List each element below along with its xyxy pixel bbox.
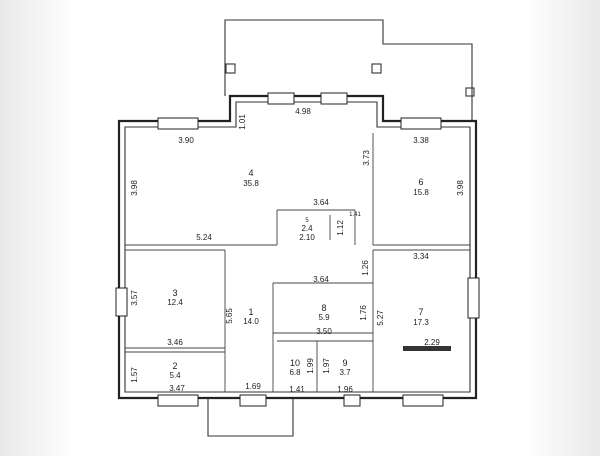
room-9-area: 3.7 (339, 368, 351, 377)
room-1-number: 1 (248, 307, 253, 317)
room-3-number: 3 (172, 288, 177, 298)
room-5-number: 5 (305, 218, 309, 224)
dim-label: 5.24 (196, 233, 212, 242)
terrace-post-left (225, 63, 236, 74)
room-7-area: 17.3 (413, 318, 429, 327)
dim-label: 3.38 (413, 136, 429, 145)
room-10-number: 10 (290, 358, 300, 368)
room-2-area: 5.4 (169, 371, 181, 380)
dim-label: 2.29 (424, 338, 440, 347)
outer-wall (117, 94, 478, 400)
room-2-number: 2 (172, 361, 177, 371)
dim-label: 1.99 (306, 358, 315, 374)
terrace-post-far (465, 87, 475, 97)
window-top-1 (267, 92, 295, 105)
window-top-2 (320, 92, 348, 105)
dim-label: 3.34 (413, 252, 429, 261)
dim-label: 1.01 (238, 114, 247, 130)
left-blur-edge (0, 0, 75, 456)
dim-label: 1.26 (361, 260, 370, 276)
window-7-bottom (402, 394, 444, 407)
room-3-area: 12.4 (167, 298, 183, 307)
window-living (157, 117, 199, 130)
dim-label: 5.27 (376, 310, 385, 326)
dim-label: 3.57 (130, 290, 139, 306)
window-3 (115, 287, 128, 317)
room-4-number: 4 (248, 168, 253, 178)
kitchen-counter (403, 346, 451, 351)
entrance-porch (207, 398, 294, 437)
dim-label: 3.90 (178, 136, 194, 145)
window-9 (343, 394, 361, 407)
room-8-area: 5.9 (318, 313, 330, 322)
dim-label: 3.73 (362, 150, 371, 166)
room-4-area: 35.8 (243, 179, 259, 188)
terrace-post-right (371, 63, 382, 74)
window-2 (157, 394, 199, 407)
dim-label: 3.50 (316, 327, 332, 336)
outer-wall-inner (124, 101, 471, 393)
dim-label: 3.64 (313, 198, 329, 207)
room-9-number: 9 (342, 358, 347, 368)
window-hall (239, 394, 267, 407)
dim-label: 3.64 (313, 275, 329, 284)
window-7 (467, 277, 480, 319)
dim-label: 1.76 (359, 305, 368, 321)
room-5-area: 2.4 (301, 224, 313, 233)
window-6 (400, 117, 442, 130)
dim-label: 1.96 (337, 385, 353, 394)
room-1-area: 14.0 (243, 317, 259, 326)
dim-label: 4.98 (295, 107, 311, 116)
dim-label: 3.98 (130, 180, 139, 196)
dim-label: 3.47 (169, 384, 185, 393)
dim-label: 2.10 (299, 233, 315, 242)
dim-label: 1.57 (130, 367, 139, 383)
room-8-number: 8 (321, 303, 326, 313)
dim-label: 3.98 (456, 180, 465, 196)
dim-label: 3.46 (167, 338, 183, 347)
dim-label: 1.97 (322, 358, 331, 374)
dim-label: 5.65 (225, 308, 234, 324)
dim-label: 1.41 (349, 212, 361, 218)
room-6-number: 6 (418, 177, 423, 187)
right-blur-edge (525, 0, 600, 456)
dim-label: 1.12 (336, 220, 345, 236)
room-10-area: 6.8 (289, 368, 301, 377)
room-7-number: 7 (418, 307, 423, 317)
terrace-outline (224, 19, 473, 121)
dim-label: 1.69 (245, 382, 261, 391)
room-6-area: 15.8 (413, 188, 429, 197)
dim-label: 1.41 (289, 385, 305, 394)
